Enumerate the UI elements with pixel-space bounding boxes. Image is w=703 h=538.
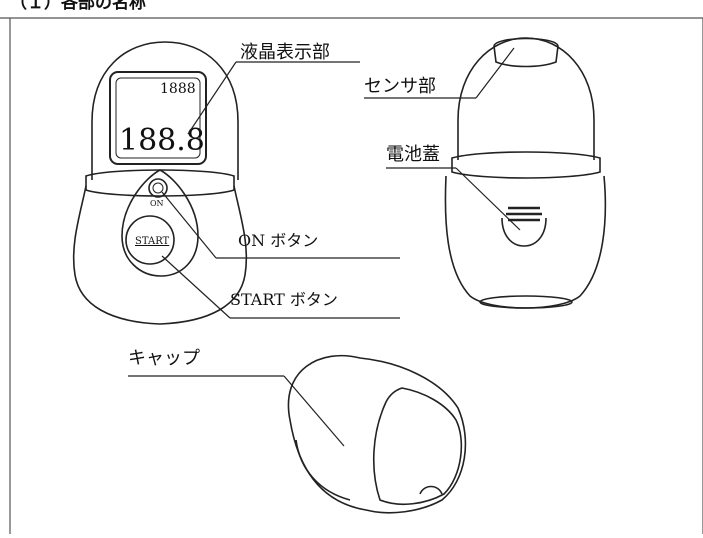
on-button [148,178,168,198]
start-button [125,215,175,265]
start-marking: START [135,236,170,247]
front-upper-shell [91,41,239,180]
back-lower-shell [444,175,607,309]
cap-opening [373,387,463,506]
lcd-inner [115,77,201,159]
cap [287,354,467,514]
label-cap: キャップ [128,348,200,369]
back-ring-band [451,151,601,179]
battery-cover [501,217,547,247]
cap-outer [287,354,467,514]
on-leader [161,191,217,259]
battery-leader [455,167,521,231]
frame-border [0,17,703,534]
front-lower-shell [72,185,248,325]
label-display: 液晶表示部 [240,42,330,63]
label-sensor: センサ部 [364,76,436,97]
back-bottom-rim [479,295,573,309]
section-header: （１）各部の名称 [10,0,146,13]
label-battery-cover: 電池蓋 [386,144,440,165]
label-on-button: ON ボタン [238,231,318,250]
lcd-large-digits: 188.8 [119,123,205,158]
lcd-small-digits: 1888 [160,81,196,97]
button-plate [121,169,199,277]
start-leader [161,255,231,319]
cap-notch [419,485,443,495]
label-start-button: START ボタン [230,290,338,309]
on-marking: ON [150,199,164,208]
thermometer-front [72,41,248,325]
cap-leader [283,375,345,447]
thermometer-back [444,37,607,309]
sensor-leader [475,47,515,99]
cap-edge-line [295,439,351,501]
lcd-display [109,71,207,165]
power-icon [152,182,164,194]
back-upper-shell [457,37,595,160]
display-leader [187,61,237,135]
front-ring-band [85,169,235,197]
sensor-tip [493,37,559,68]
